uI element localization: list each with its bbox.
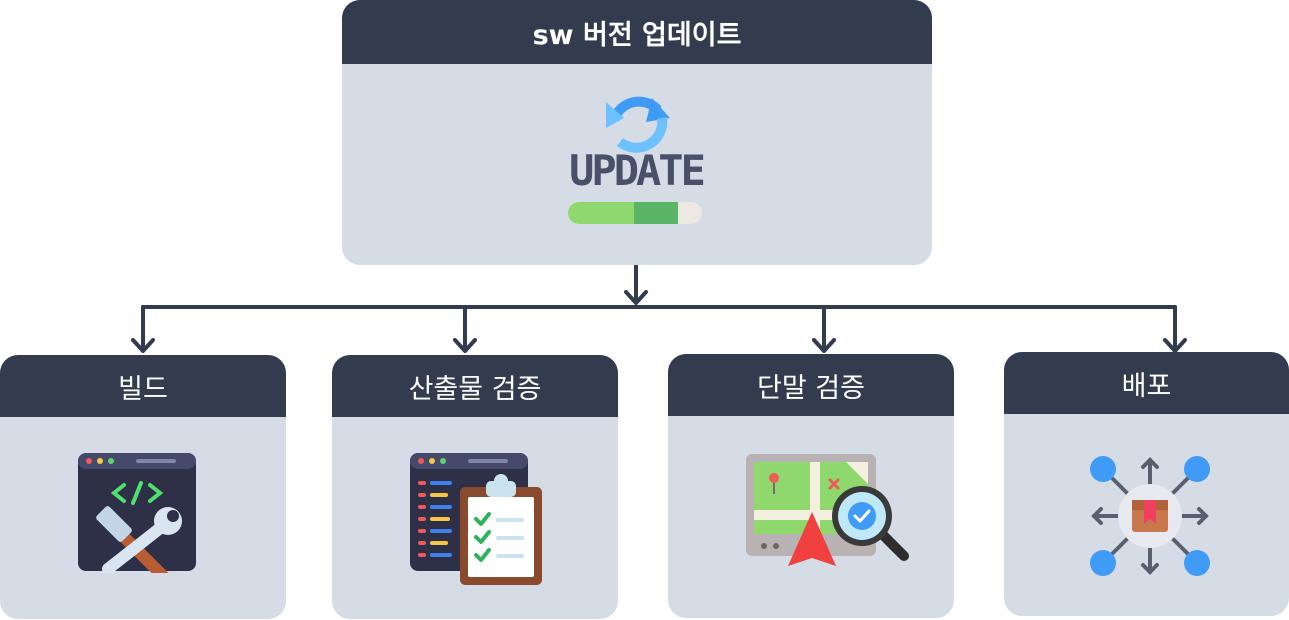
step-card-device-verification: 단말 검증 [668, 354, 954, 618]
root-card-sw-update: sw 버전 업데이트 UPDATE [342, 0, 932, 265]
root-card-title: sw 버전 업데이트 [342, 0, 932, 64]
checklist-clipboard-icon [410, 453, 542, 585]
map-navigation-search-icon [746, 454, 911, 569]
step-card-title: 산출물 검증 [332, 355, 618, 417]
update-icon-text: UPDATE [569, 146, 706, 195]
step-card-artifact-verification: 산출물 검증 [332, 355, 618, 619]
step-card-title: 배포 [1004, 352, 1289, 414]
build-tools-icon [78, 453, 196, 585]
distribution-package-icon [1088, 454, 1212, 578]
step-card-deployment: 배포 [1004, 352, 1289, 616]
step-card-title: 빌드 [0, 355, 286, 417]
update-icon: UPDATE [566, 88, 706, 228]
step-card-title: 단말 검증 [668, 354, 954, 416]
step-card-build: 빌드 [0, 355, 286, 619]
